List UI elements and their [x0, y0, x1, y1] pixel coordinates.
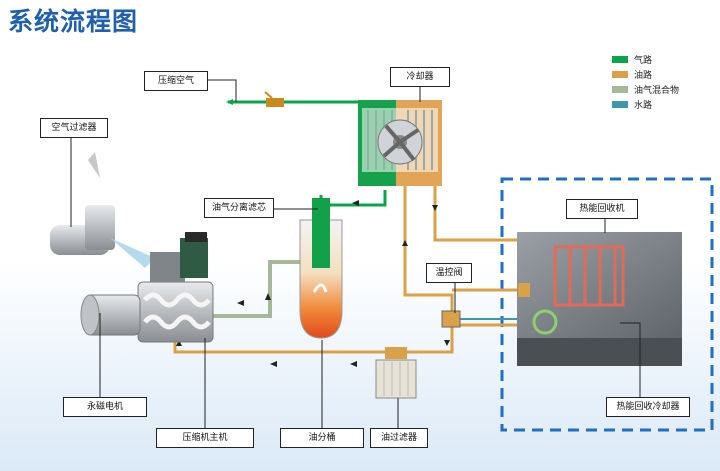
legend-swatch: [612, 86, 628, 93]
heat-recovery-unit: [517, 232, 682, 366]
legend-item: 水路: [612, 97, 679, 112]
label-cooler: 冷却器: [390, 67, 450, 87]
legend-swatch: [612, 56, 628, 63]
label-compressed-air: 压缩空气: [144, 71, 208, 91]
cooler: [358, 100, 442, 186]
legend-swatch: [612, 71, 628, 78]
legend-item: 油气混合物: [612, 82, 679, 97]
legend-label: 油气混合物: [634, 86, 680, 96]
oilgas-line: [212, 260, 300, 318]
label-thermostatic-valve: 温控阀: [426, 263, 472, 283]
legend-item: 油路: [612, 67, 679, 82]
heat-recovery-frame: [500, 177, 714, 432]
label-heat-recovery-cooler: 热能回收冷却器: [606, 397, 690, 417]
legend-label: 油路: [634, 71, 653, 81]
pm-motor: [80, 294, 141, 336]
flow-arrows: [176, 200, 450, 367]
label-pm-motor: 永磁电机: [63, 397, 147, 417]
arrow: [226, 99, 233, 105]
label-separator-core: 油气分离滤芯: [204, 198, 274, 218]
airend: [137, 232, 214, 343]
label-airend: 压缩机主机: [156, 428, 254, 448]
ball-valve: [264, 91, 284, 107]
label-air-filter: 空气过滤器: [40, 118, 108, 138]
legend-label: 水路: [634, 101, 653, 111]
label-oil-tank: 油分桶: [280, 428, 364, 448]
label-heat-recovery-unit: 热能回收机: [566, 199, 638, 219]
legend-item: 气路: [612, 52, 679, 67]
legend-label: 气路: [634, 56, 653, 66]
oil-tank: [299, 198, 343, 339]
legend-swatch: [612, 101, 628, 108]
label-oil-filter: 油过滤器: [370, 428, 428, 448]
air-filter-unit: [50, 152, 155, 268]
page-title: 系统流程图: [8, 7, 139, 36]
oil-filter: [375, 347, 417, 399]
thermostatic-valve: [441, 310, 461, 328]
legend: 气路 油路 油气混合物 水路: [612, 52, 679, 112]
